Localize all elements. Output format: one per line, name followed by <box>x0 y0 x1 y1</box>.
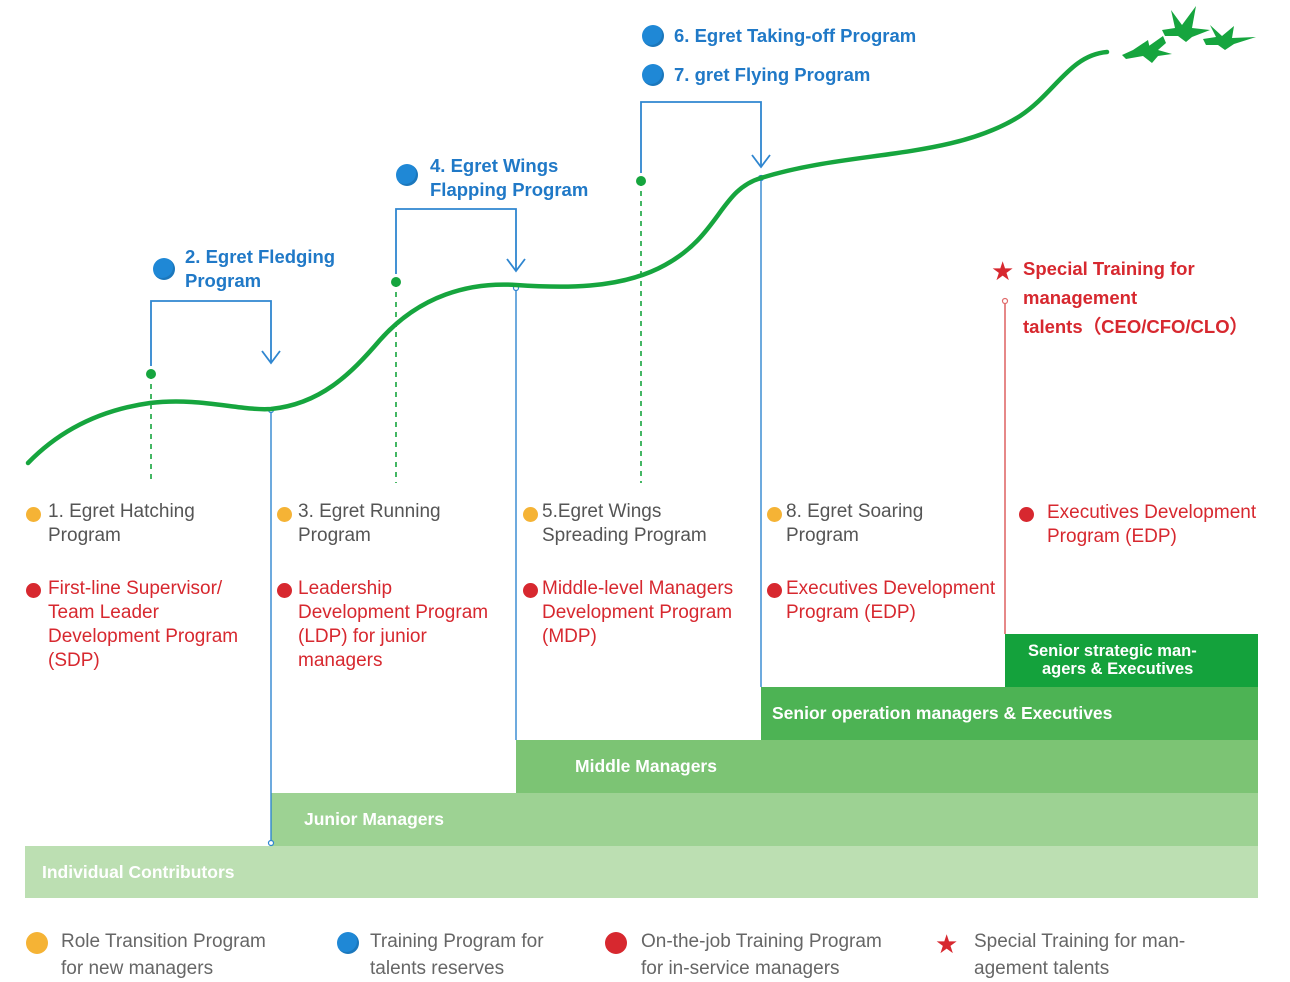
program-3-label: 3. Egret Running Program <box>298 500 441 548</box>
yellow-dot-icon <box>767 507 782 522</box>
ldp-line3: (LDP) for junior <box>298 626 427 647</box>
blue-dot-icon <box>642 64 664 86</box>
legend-role-transition: Role Transition Program for new managers <box>61 928 266 982</box>
program-4-line2: Flapping Program <box>430 179 589 200</box>
program-1-line1: 1. Egret Hatching <box>48 501 195 522</box>
legend-blue-dot-icon <box>337 932 359 954</box>
ldp-label: Leadership Development Program (LDP) for… <box>298 577 488 673</box>
tier-label: Senior operation managers & Executives <box>772 703 1113 723</box>
legend-line1: On-the-job Training Program <box>641 931 882 952</box>
edp-line1: Executives Development <box>786 578 996 599</box>
program-1-line2: Program <box>48 525 121 546</box>
program-2-label: 2. Egret Fledging Program <box>185 245 335 293</box>
tier-senior-operation-managers: Senior operation managers & Executives <box>761 687 1258 740</box>
legend-line2: talents reserves <box>370 958 505 979</box>
legend-red-dot-icon <box>605 932 627 954</box>
tier-individual-contributors: Individual Contributors <box>25 846 1258 898</box>
legend-yellow-dot-icon <box>26 932 48 954</box>
sdp-line4: (SDP) <box>48 650 100 671</box>
ldp-line2: Development Program <box>298 602 489 623</box>
blue-dot-icon <box>642 25 664 47</box>
tier-junior-managers: Junior Managers <box>271 793 1258 846</box>
legend-line2: for new managers <box>61 958 214 979</box>
special-training-label: Special Training for management talents（… <box>1023 254 1248 341</box>
legend-on-the-job: On-the-job Training Program for in-servi… <box>641 928 882 982</box>
program-3-line1: 3. Egret Running <box>298 501 441 522</box>
ldp-line4: managers <box>298 650 383 671</box>
special-line3: talents（CEO/CFO/CLO） <box>1023 316 1249 337</box>
yellow-dot-icon <box>277 507 292 522</box>
legend-special-training: Special Training for man- agement talent… <box>974 928 1185 982</box>
tier-middle-managers: Middle Managers <box>516 740 1258 793</box>
sdp-line1: First-line Supervisor/ <box>48 578 223 599</box>
blue-dot-icon <box>396 164 418 186</box>
red-dot-icon <box>26 583 41 598</box>
tier-label-line1: Senior strategic man- <box>1028 642 1197 660</box>
legend-star-icon: ★ <box>935 929 959 959</box>
yellow-dot-icon <box>523 507 538 522</box>
tier-senior-strategic-managers: Senior strategic man- agers & Executives <box>1005 634 1258 687</box>
program-2-line2: Program <box>185 270 262 291</box>
legend-line1: Training Program for <box>370 931 544 952</box>
mdp-line1: Middle-level Managers <box>542 578 734 599</box>
dashed-guides <box>150 181 642 483</box>
red-dot-icon <box>277 583 292 598</box>
bracket-arrows <box>150 101 771 366</box>
legend-line1: Role Transition Program <box>61 931 266 952</box>
program-8-line1: 8. Egret Soaring <box>786 501 924 522</box>
special-line1: Special Training for <box>1023 258 1195 279</box>
program-4-line1: 4. Egret Wings <box>430 155 559 176</box>
edp-senior-line2: Program (EDP) <box>1047 526 1177 547</box>
star-icon: ★ <box>991 256 1015 286</box>
sdp-line3: Development Program <box>48 626 239 647</box>
program-1-label: 1. Egret Hatching Program <box>48 500 195 548</box>
growth-curve <box>25 49 1110 466</box>
program-2-line1: 2. Egret Fledging <box>185 246 336 267</box>
blue-verticals <box>270 178 762 846</box>
legend-line2: agement talents <box>974 958 1110 979</box>
legend-line2: for in-service managers <box>641 958 840 979</box>
sdp-line2: Team Leader <box>48 602 159 623</box>
program-3-line2: Program <box>298 525 371 546</box>
program-6-label: 6. Egret Taking-off Program <box>674 25 917 46</box>
edp-label: Executives Development Program (EDP) <box>786 577 995 625</box>
mdp-line2: Development Program <box>542 602 733 623</box>
edp-senior-line1: Executives Development <box>1047 502 1257 523</box>
program-4-label: 4. Egret Wings Flapping Program <box>430 154 588 202</box>
blue-dot-icon <box>153 258 175 280</box>
program-8-label: 8. Egret Soaring Program <box>786 500 923 548</box>
program-5-line2: Spreading Program <box>542 525 707 546</box>
red-dot-icon <box>767 583 782 598</box>
yellow-dot-icon <box>26 507 41 522</box>
legend-line1: Special Training for man- <box>974 931 1186 952</box>
red-dot-icon <box>523 583 538 598</box>
edp-line2: Program (EDP) <box>786 602 916 623</box>
tier-label: Individual Contributors <box>42 862 235 882</box>
program-5-line1: 5.Egret Wings <box>542 501 662 522</box>
red-dot-icon <box>1019 507 1034 522</box>
program-7-label: 7. gret Flying Program <box>674 64 871 85</box>
legend-talents-reserves: Training Program for talents reserves <box>370 928 544 982</box>
mdp-label: Middle-level Managers Development Progra… <box>542 577 733 649</box>
program-8-line2: Program <box>786 525 859 546</box>
edp-senior-label: Executives Development Program (EDP) <box>1047 501 1256 549</box>
program-5-label: 5.Egret Wings Spreading Program <box>542 500 707 548</box>
tier-label: Middle Managers <box>575 756 717 776</box>
egret-birds-icon <box>1122 6 1256 63</box>
special-line2: management <box>1023 287 1138 308</box>
sdp-label: First-line Supervisor/ Team Leader Devel… <box>48 577 238 673</box>
ldp-line1: Leadership <box>298 578 393 599</box>
mdp-line3: (MDP) <box>542 626 597 647</box>
tier-label: Junior Managers <box>304 809 445 829</box>
tier-label-line2: agers & Executives <box>1042 660 1194 678</box>
